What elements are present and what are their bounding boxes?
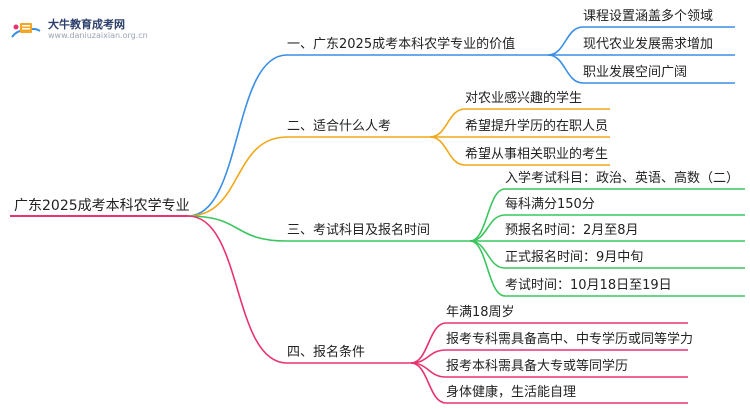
branch-4-connector [187, 215, 288, 364]
branch-4-item-1-connector [410, 322, 447, 364]
branch-1-item-1: 课程设置涵盖多个领域 [583, 9, 714, 24]
branch-3-item-4: 正式报名时间：9月中旬 [505, 250, 644, 265]
branch-4-item-4: 身体健康，生活能自理 [446, 385, 577, 400]
brand-url: www.daniuzaixian.org.cn [48, 31, 148, 40]
branch-4-item-3: 报考本科需具备大专或等同学历 [446, 359, 629, 374]
branch-2-connector [187, 136, 288, 217]
branch-2-item-1-connector [429, 108, 466, 138]
branch-4-item-1: 年满18周岁 [446, 305, 515, 320]
branch-1-item-3: 职业发展空间广阔 [583, 65, 688, 80]
branch-4-item-4-connector [410, 362, 447, 404]
branch-3-item-2: 每科满分150分 [505, 197, 595, 212]
branch-3-item-1-connector [469, 188, 506, 242]
branch-2-item-2: 希望提升学历的在职人员 [465, 119, 609, 134]
branch-3-item-5: 考试时间：10月18日至19日 [505, 278, 672, 293]
branch-3-item-5-connector [469, 240, 506, 297]
branch-2-label: 二、适合什么人考 [287, 119, 392, 134]
branch-2-item-1: 对农业感兴趣的学生 [465, 91, 583, 106]
graduation-book-icon [10, 19, 42, 41]
branch-1-item-3-connector [547, 54, 584, 84]
branch-3-item-2-connector [469, 214, 506, 242]
brand-name: 大牛教育成考网 [48, 18, 125, 31]
branch-2-item-3-connector [429, 136, 466, 166]
branch-3-connector [187, 215, 288, 242]
branch-3-label: 三、考试科目及报名时间 [287, 223, 431, 238]
branch-1-connector [187, 54, 288, 217]
brand-logo: 大牛教育成考网 www.daniuzaixian.org.cn [10, 18, 148, 41]
root-topic: 广东2025成考本科农学专业 [14, 198, 190, 214]
branch-3-item-4-connector [469, 240, 506, 269]
branch-3-item-1: 入学考试科目：政治、英语、高数（二） [505, 171, 740, 186]
branch-1-label: 一、广东2025成考本科农学专业的价值 [287, 37, 516, 52]
branch-2-item-3: 希望从事相关职业的考生 [465, 147, 609, 162]
branch-4-item-2: 报考专科需具备高中、中专学历或同等学力 [446, 332, 694, 347]
branch-4-label: 四、报名条件 [287, 345, 366, 360]
branch-3-item-3: 预报名时间：2月至8月 [505, 223, 639, 238]
branch-1-item-1-connector [547, 26, 584, 56]
branch-1-item-2: 现代农业发展需求增加 [583, 37, 714, 52]
